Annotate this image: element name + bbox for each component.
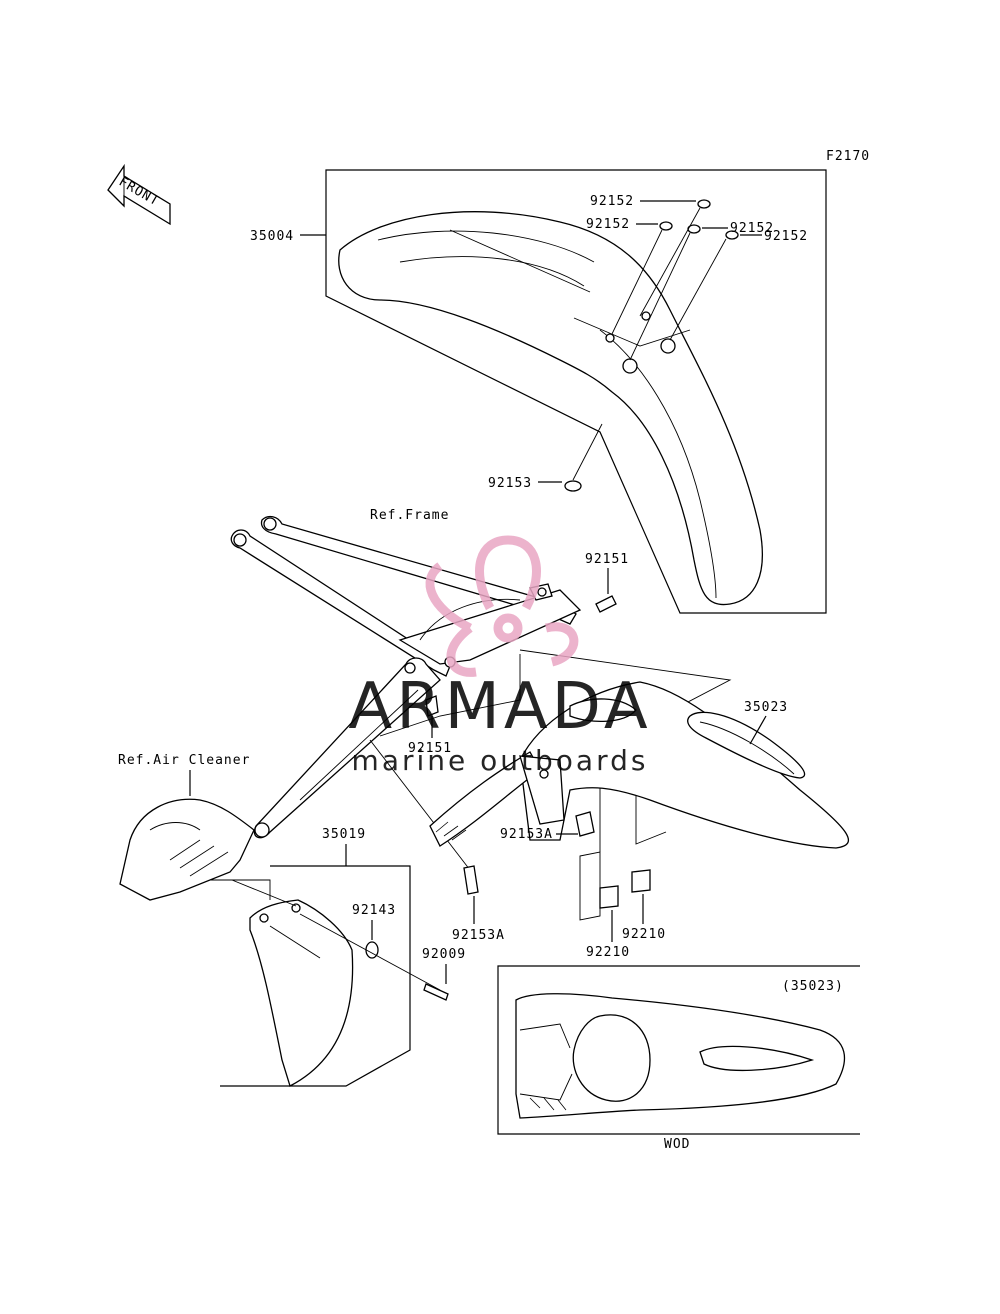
part-label-35019[interactable]: 35019 xyxy=(322,827,366,842)
ref-air-cleaner-label[interactable]: Ref.Air Cleaner xyxy=(118,753,250,768)
figure-code: F2170 xyxy=(826,149,870,164)
mud-flap xyxy=(249,899,354,1087)
ref-frame-label[interactable]: Ref.Frame xyxy=(370,508,449,523)
air-cleaner-box xyxy=(119,798,271,901)
armada-logo-icon xyxy=(425,535,579,677)
rear-fender xyxy=(429,681,850,849)
part-label-92009[interactable]: 92009 xyxy=(422,947,466,962)
part-label-92152-c[interactable]: 92152 xyxy=(764,229,808,244)
part-label-92153a-b[interactable]: 92153A xyxy=(452,928,505,943)
bolt-icon xyxy=(564,423,603,492)
inset-caption[interactable]: WOD xyxy=(664,1137,690,1152)
front-direction-arrow-icon: FRONT xyxy=(107,163,171,226)
front-fender xyxy=(338,211,764,606)
collar-icon xyxy=(611,199,739,361)
part-label-35004[interactable]: 35004 xyxy=(250,229,294,244)
bolt-icon xyxy=(425,595,617,717)
part-label-92151-top[interactable]: 92151 xyxy=(585,552,629,567)
watermark-tagline: marine outboards xyxy=(352,744,649,777)
inset-frame xyxy=(497,965,860,1135)
watermark-brand: ARMADA xyxy=(348,670,651,744)
armada-watermark: ARMADA marine outboards xyxy=(348,535,651,777)
part-label-92152-b[interactable]: 92152 xyxy=(586,217,630,232)
part-label-92152-a[interactable]: 92152 xyxy=(590,194,634,209)
part-label-92151-mid[interactable]: 92151 xyxy=(408,741,452,756)
part-label-92153[interactable]: 92153 xyxy=(488,476,532,491)
part-label-35023[interactable]: 35023 xyxy=(744,700,788,715)
part-label-92143[interactable]: 92143 xyxy=(352,903,396,918)
bolt-icon xyxy=(463,811,595,895)
front-fender-bracket xyxy=(325,169,827,614)
screw-icon xyxy=(423,983,449,1001)
part-label-92210-b[interactable]: 92210 xyxy=(622,927,666,942)
flap-bracket xyxy=(220,865,411,1087)
inset-rear-fender xyxy=(515,993,845,1119)
inset-part-ref[interactable]: (35023) xyxy=(782,979,844,994)
part-label-92152-d[interactable]: 92152 xyxy=(730,221,774,236)
sub-frame xyxy=(230,515,582,839)
part-label-92153a-a[interactable]: 92153A xyxy=(500,827,553,842)
nut-icon xyxy=(579,851,651,921)
part-label-92210-a[interactable]: 92210 xyxy=(586,945,630,960)
